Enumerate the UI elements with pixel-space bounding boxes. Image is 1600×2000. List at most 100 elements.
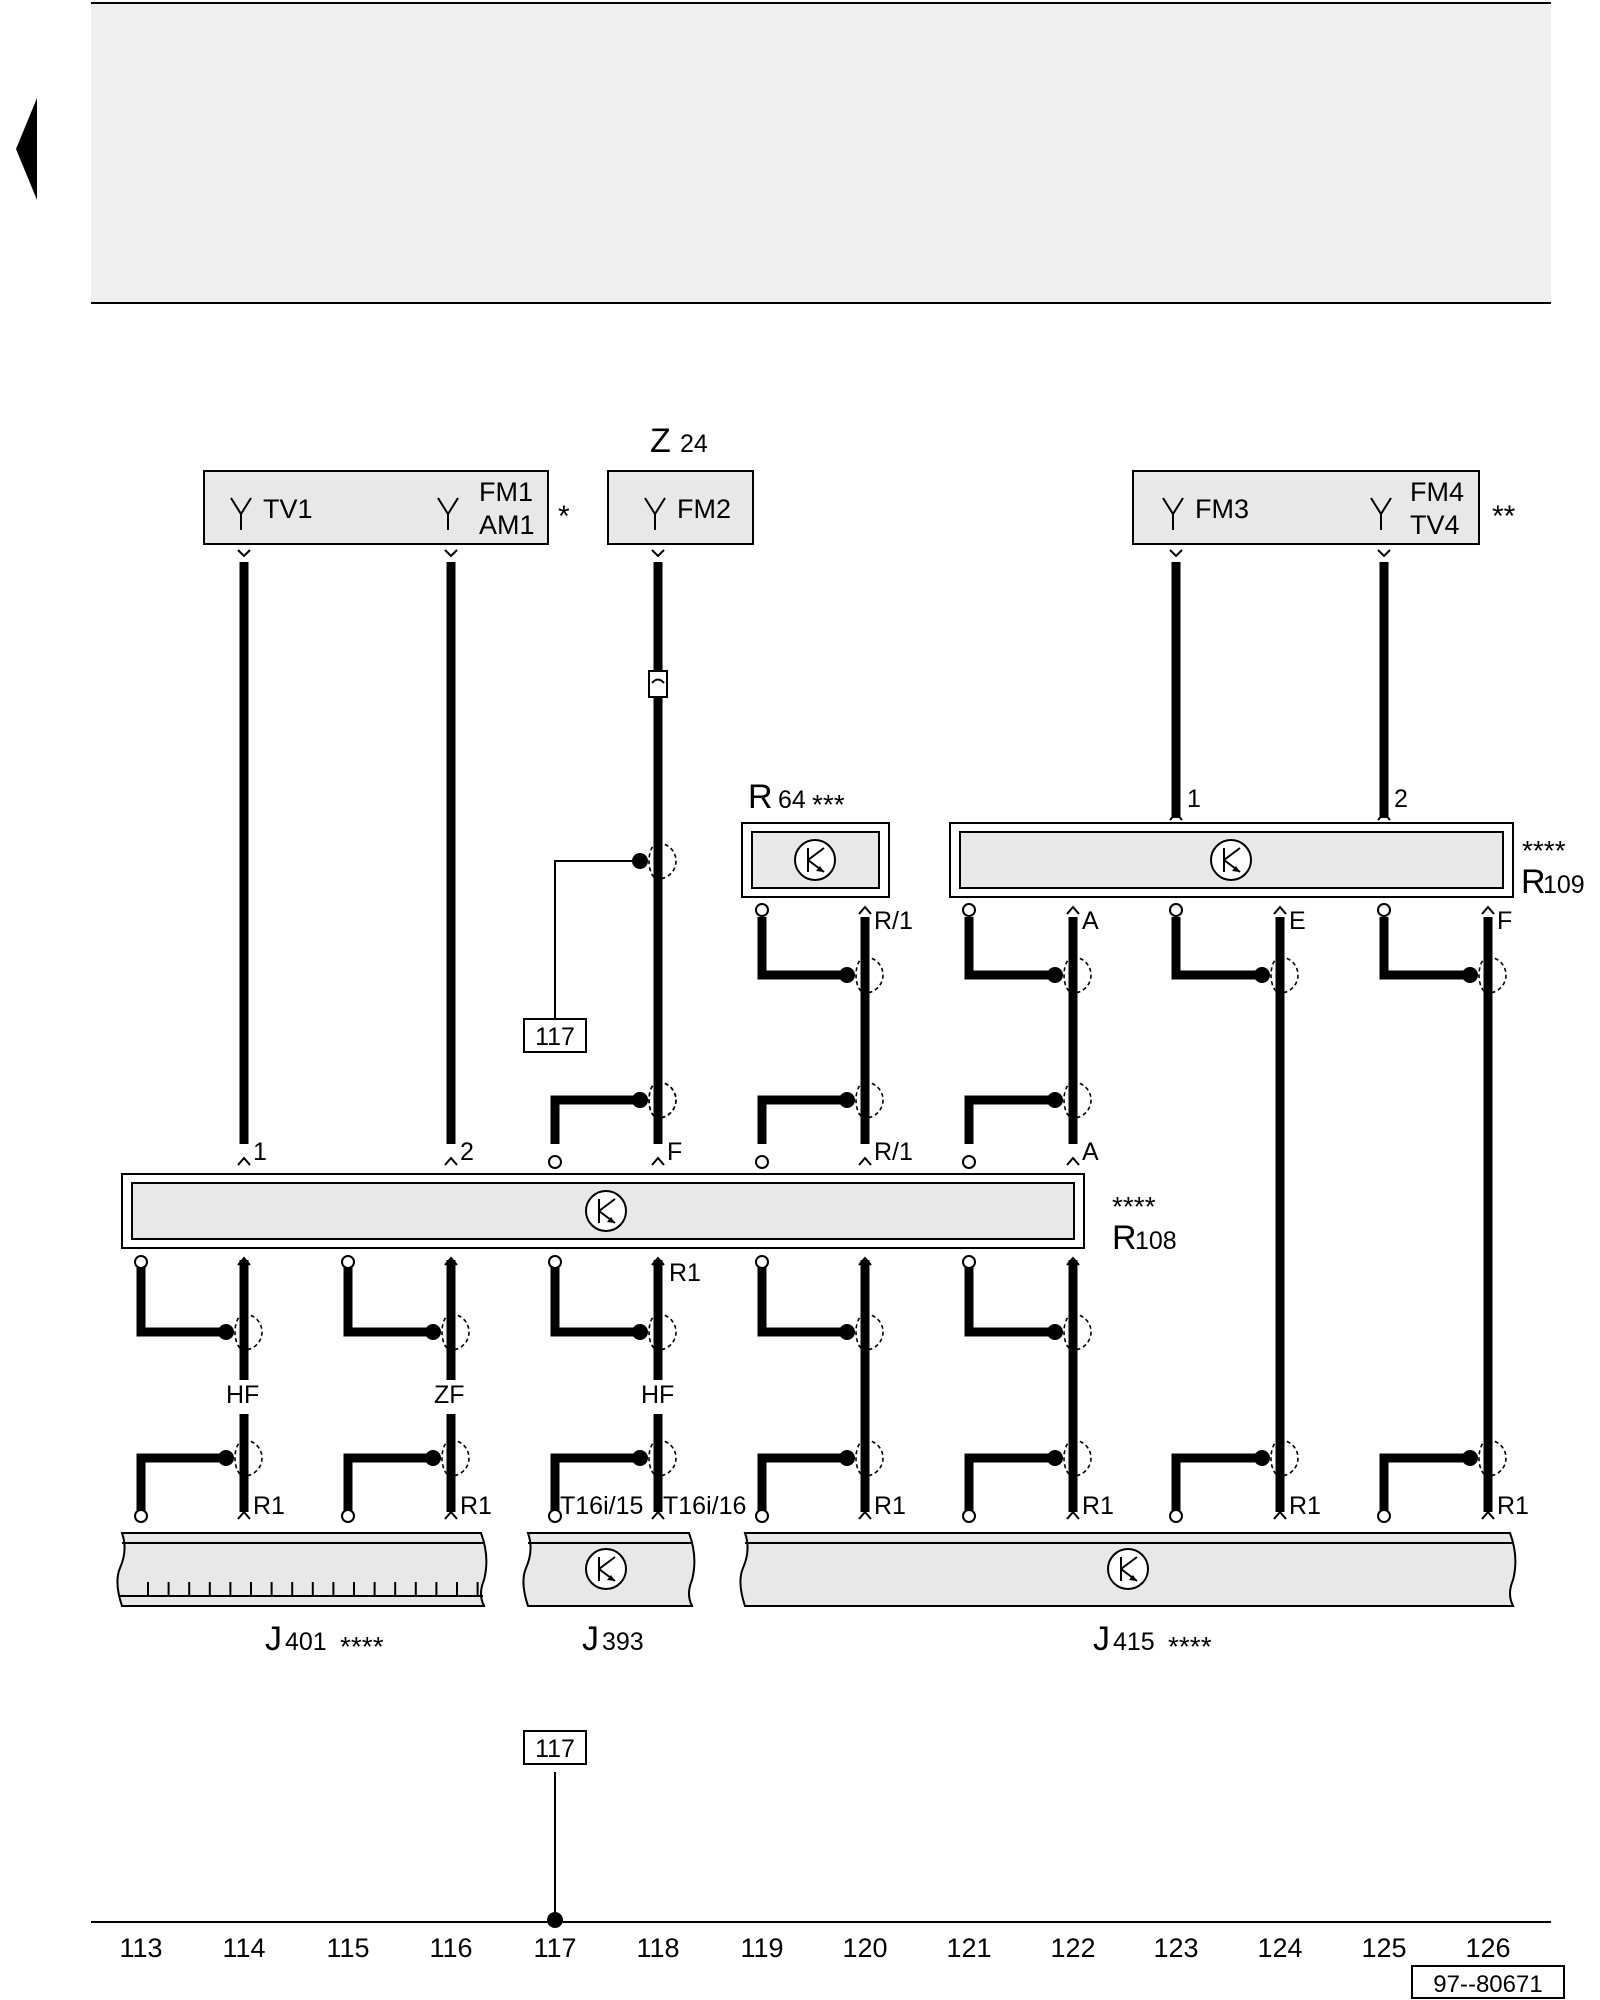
component-number: 401 <box>285 1628 327 1656</box>
arrow-terminal-icon <box>651 1156 665 1166</box>
ground-junction-dot <box>547 1912 563 1928</box>
pin-label: R1 <box>1082 1492 1114 1520</box>
pin-label: F <box>1497 907 1512 935</box>
pin-label: R1 <box>460 1492 492 1520</box>
shield-splice <box>632 842 677 880</box>
antenna-tv1-label: TV1 <box>263 494 313 524</box>
arrow-terminal-icon <box>1066 1156 1080 1166</box>
wire-r108-out-shield-121 <box>964 1260 1054 1337</box>
pin-terminal <box>134 1255 148 1269</box>
arrow-terminal-icon <box>1169 549 1183 558</box>
wire-j401-shield-b <box>343 1453 433 1512</box>
wire-j393-shield <box>550 1453 640 1512</box>
pin-terminal <box>341 1509 355 1523</box>
footnote-marker: **** <box>1112 1191 1156 1222</box>
drawing-number-box: 97--80671 <box>1411 1965 1565 1999</box>
component-letter: R <box>1112 1219 1137 1257</box>
component-number: 415 <box>1113 1628 1155 1656</box>
wire-r109-shield-a <box>964 917 1054 980</box>
amplifier-symbol-icon <box>1107 1548 1149 1590</box>
inline-connector <box>648 670 668 698</box>
terminal-pins <box>134 549 1495 1523</box>
component-letter: J <box>265 1620 282 1658</box>
inline-connector-arc <box>651 678 665 684</box>
shield-splice <box>1254 1439 1299 1477</box>
footnote-marker: ** <box>1492 500 1516 533</box>
amplifier-symbol-icon <box>585 1548 627 1590</box>
arrow-terminal-icon <box>237 1156 251 1166</box>
wire-r108-shield-119 <box>757 1095 846 1144</box>
shield-splice <box>1047 1313 1092 1351</box>
wire-j415-shield-a <box>757 1453 846 1512</box>
wire-r108-shield-117 <box>550 1095 640 1144</box>
antenna-icon <box>230 497 252 530</box>
shield-splice <box>632 1081 677 1119</box>
wire-r109-shield-f <box>1379 917 1469 980</box>
pin-label: T16i/15 <box>560 1492 643 1520</box>
amplifier-r108: **** R 108 <box>121 1173 1177 1257</box>
pin-label: 2 <box>460 1138 474 1166</box>
pin-terminal <box>962 1509 976 1523</box>
antenna-fm3-label: FM3 <box>1195 494 1249 524</box>
arrow-terminal-icon <box>651 549 665 558</box>
amplifier-symbol-icon <box>1210 839 1252 881</box>
pin-label: T16i/16 <box>663 1492 746 1520</box>
pin-terminal <box>755 1155 769 1169</box>
pin-label: A <box>1082 1138 1099 1166</box>
pin-label: R1 <box>669 1259 701 1287</box>
reference-box-lower[interactable]: 117 <box>523 1730 587 1765</box>
arrow-terminal-icon <box>1377 549 1391 558</box>
footnote-marker: **** <box>1168 1631 1212 1662</box>
scale-label: 117 <box>533 1933 576 1963</box>
scale-label: 113 <box>119 1933 162 1963</box>
pin-label: A <box>1082 907 1099 935</box>
shield-splice <box>425 1439 470 1477</box>
reference-box-upper[interactable]: 117 <box>523 1018 587 1053</box>
antenna-box-z24: Z 24 FM2 <box>607 422 754 545</box>
component-number: 108 <box>1135 1227 1177 1255</box>
component-number: 24 <box>680 430 708 458</box>
pin-label: R1 <box>874 1492 906 1520</box>
shield-splice <box>218 1439 263 1477</box>
wire-label: HF <box>226 1381 259 1409</box>
shield-splice <box>839 1081 884 1119</box>
arrow-terminal-icon <box>1273 905 1287 915</box>
triangle-left-icon[interactable] <box>16 98 37 200</box>
pin-label: R1 <box>1289 1492 1321 1520</box>
antenna-am1-label: AM1 <box>479 510 535 540</box>
pin-terminal <box>755 1255 769 1269</box>
antenna-fm1-label: FM1 <box>479 477 533 507</box>
pin-terminal <box>755 1509 769 1523</box>
antenna-box-left: TV1 FM1 AM1 * <box>203 470 570 545</box>
shield-splice <box>839 1313 884 1351</box>
wire-r109-shield-e <box>1171 917 1261 980</box>
reference-box-border <box>523 1018 587 1053</box>
arrow-terminal-icon <box>858 1156 872 1166</box>
antenna-icon <box>437 497 459 530</box>
shield-splice <box>1462 956 1507 994</box>
pin-label: 2 <box>1394 785 1408 813</box>
arrow-terminal-icon <box>651 1510 665 1520</box>
component-letter: R <box>1521 863 1546 901</box>
amplifier-symbol-icon <box>585 1190 627 1232</box>
pin-terminal <box>1377 1509 1391 1523</box>
wires <box>136 562 1493 1920</box>
pin-terminal <box>134 1509 148 1523</box>
pin-terminal <box>548 1509 562 1523</box>
pin-terminal <box>962 1255 976 1269</box>
antenna-icon <box>1162 497 1184 530</box>
pin-terminal <box>548 1155 562 1169</box>
shield-splice <box>632 1439 677 1477</box>
header-background <box>91 3 1551 303</box>
wire-label: HF <box>641 1381 674 1409</box>
component-number: 64 <box>778 786 806 814</box>
pin-terminal <box>1377 903 1391 917</box>
arrow-terminal-icon <box>1273 1510 1287 1520</box>
pin-label: 1 <box>1187 785 1201 813</box>
inline-connector-body <box>648 670 668 698</box>
wire-r108-out-shield-119 <box>757 1260 846 1337</box>
pin-labels: 1 2 R/1 A E F 1 2 F R/1 A R1 HF ZF HF R1… <box>226 785 1529 1520</box>
